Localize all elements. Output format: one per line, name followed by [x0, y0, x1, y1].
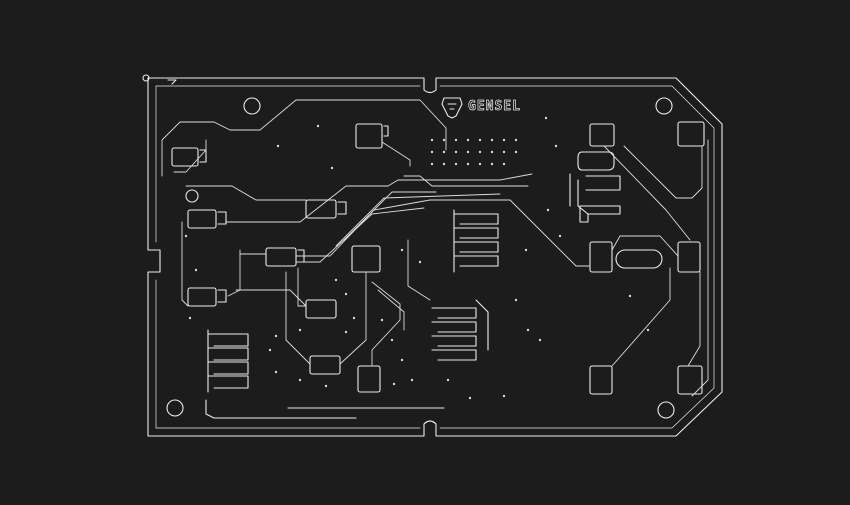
mounting-hole [655, 97, 673, 115]
board-origin-marker [142, 74, 150, 82]
trace [611, 267, 671, 367]
smd-component [677, 121, 705, 147]
trace [181, 221, 189, 307]
trace [403, 175, 529, 187]
ic-middle-top [453, 209, 499, 273]
trace [687, 271, 701, 367]
mounting-hole [657, 401, 675, 419]
trace [205, 399, 357, 419]
smd-component [357, 365, 381, 393]
board-outline [147, 77, 723, 437]
oscillator [615, 249, 663, 269]
mounting-hole [243, 97, 261, 115]
connector-pad [577, 151, 615, 171]
trace [623, 145, 703, 199]
smd-component [351, 245, 381, 273]
smd-component [589, 365, 613, 395]
smd-component [355, 123, 383, 149]
trace [611, 235, 679, 257]
smd-component [589, 241, 613, 273]
board-corner-tick [167, 79, 177, 85]
trace [295, 199, 591, 267]
ic-middle-bottom [431, 299, 489, 361]
trace [285, 271, 311, 365]
trace [407, 239, 431, 301]
trace [295, 207, 425, 263]
trace [339, 271, 367, 365]
trace [371, 281, 401, 367]
ic-left [207, 329, 249, 393]
smd-component [589, 123, 615, 147]
trace [377, 289, 405, 331]
trace-group [161, 99, 709, 397]
smd-component [309, 355, 341, 375]
smd-component [305, 299, 337, 319]
trace [185, 185, 307, 201]
brand-logo [441, 97, 463, 119]
trace [161, 99, 447, 177]
brand-name: GENSEL [468, 99, 521, 114]
smd-component [187, 209, 217, 229]
connector-pad [579, 205, 621, 223]
trace [225, 173, 533, 223]
trace [343, 191, 437, 241]
trace [235, 289, 307, 307]
board-inner-outline [155, 85, 715, 429]
via [185, 189, 199, 203]
shield-logo-icon [441, 97, 463, 119]
trace [297, 267, 307, 307]
trace [381, 141, 411, 167]
smd-component [677, 241, 701, 273]
smd-component [305, 199, 337, 219]
mounting-hole [166, 399, 184, 417]
via-dots [184, 116, 650, 400]
trace [173, 139, 207, 173]
smd-component [677, 365, 703, 395]
smd-component [171, 147, 199, 167]
smd-component [265, 247, 297, 267]
trace [227, 249, 267, 297]
trace [691, 139, 709, 397]
trace [335, 193, 501, 247]
smd-component [187, 287, 217, 307]
trace [603, 145, 691, 241]
